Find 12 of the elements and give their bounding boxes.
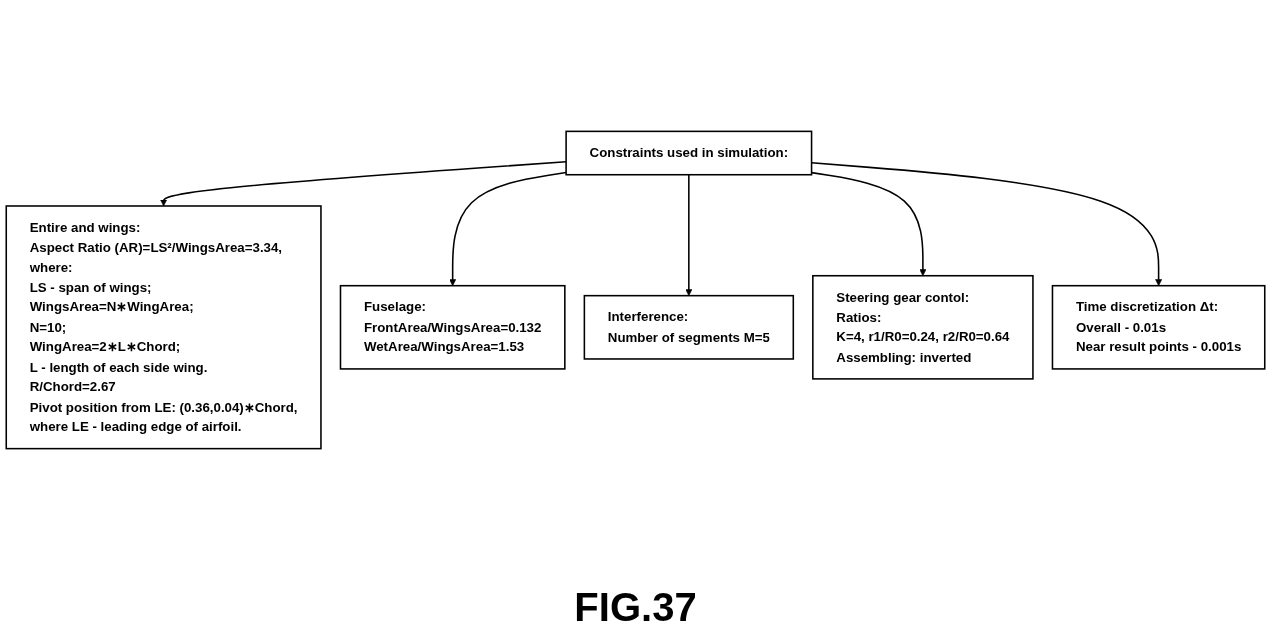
arrow <box>160 161 567 207</box>
arrow <box>685 173 693 296</box>
node-box: Interference: Number of segments M=5 <box>583 294 795 360</box>
node-box: Steering gear contol: Ratios: K=4, r1/R0=0.24, r2/R0=0.64 Assembling: inverted <box>812 274 1034 380</box>
arrow <box>810 162 1163 286</box>
arrow <box>810 171 927 277</box>
node-box: Time discretization Δt: Overall - 0.01s Near result points - 0.001s <box>1051 284 1266 370</box>
node-box: Constraints used in simulation: <box>565 130 813 176</box>
arrow <box>449 171 567 286</box>
node-box: Fuselage: FrontArea/WingsArea=0.132 WetArea/WingsArea=1.53 <box>339 284 566 370</box>
figure-label: FIG.37 <box>573 585 698 630</box>
node-box: Entire and wings: Aspect Ratio (AR)=LS²/WingsArea=3.34, where: LS - span of wings; WingsArea=N∗WingArea; N=10; WingArea=2∗L∗Chord; L - length of each side wing. R/Chord=2.67 Pivot position from LE: (0.36,0.04)∗Chord, where LE - leading edge of airfoil. <box>5 205 322 450</box>
